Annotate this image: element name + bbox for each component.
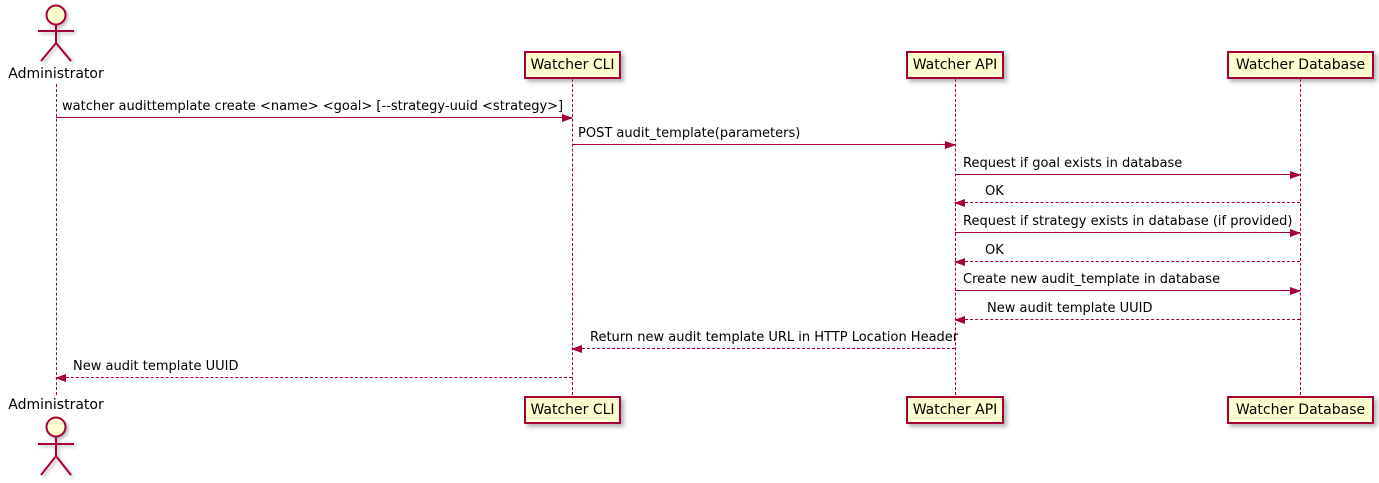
message-label: OK [985, 184, 1004, 199]
participant-watcher-api-top: Watcher API [906, 51, 1004, 79]
message-line [955, 290, 1300, 291]
message-new-audit-template-uuid-db: New audit template UUID [954, 300, 1300, 324]
lifeline-administrator [56, 84, 57, 395]
actor-label-bottom: Administrator [8, 397, 104, 413]
message-label: Return new audit template URL in HTTP Lo… [590, 330, 959, 345]
message-post-audit-template: POST audit_template(parameters) [572, 125, 956, 149]
actor-label-top: Administrator [8, 66, 104, 82]
message-label: Request if strategy exists in database (… [963, 214, 1293, 229]
message-label: Request if goal exists in database [963, 156, 1183, 171]
arrow-right-icon [1290, 287, 1301, 295]
lifeline-watcher-api [955, 79, 956, 395]
message-request-goal-exists: Request if goal exists in database [955, 155, 1301, 179]
message-request-strategy-exists: Request if strategy exists in database (… [955, 213, 1301, 237]
message-label: New audit template UUID [987, 301, 1153, 316]
lifeline-watcher-cli [572, 79, 573, 395]
lifeline-watcher-database [1300, 79, 1301, 395]
message-line [56, 377, 572, 378]
actor-administrator-icon [38, 4, 74, 62]
actor-administrator-icon [38, 416, 74, 476]
arrow-left-icon [55, 374, 66, 382]
arrow-left-icon [954, 258, 965, 266]
message-create-audit-template-db: Create new audit_template in database [955, 271, 1301, 295]
message-line [955, 261, 1300, 262]
participant-watcher-database-bottom: Watcher Database [1227, 396, 1374, 424]
message-label: POST audit_template(parameters) [578, 126, 801, 141]
message-new-audit-template-uuid-cli: New audit template UUID [55, 358, 572, 382]
message-line [572, 348, 955, 349]
arrow-left-icon [571, 345, 582, 353]
message-return-url-location-header: Return new audit template URL in HTTP Lo… [571, 329, 959, 353]
arrow-right-icon [945, 141, 956, 149]
message-label: New audit template UUID [73, 359, 239, 374]
message-line [955, 232, 1300, 233]
participant-watcher-cli-top: Watcher CLI [524, 51, 621, 79]
message-ok-goal: OK [954, 183, 1300, 207]
message-line [56, 117, 572, 118]
message-label: Create new audit_template in database [963, 272, 1221, 287]
message-ok-strategy: OK [954, 242, 1300, 266]
message-line [955, 202, 1300, 203]
message-line [955, 319, 1300, 320]
arrow-left-icon [954, 316, 965, 324]
message-create-audittemplate: watcher audittemplate create <name> <goa… [56, 98, 573, 122]
message-label: watcher audittemplate create <name> <goa… [62, 99, 564, 114]
participant-watcher-cli-bottom: Watcher CLI [524, 396, 621, 424]
arrow-right-icon [562, 114, 573, 122]
arrow-right-icon [1290, 171, 1301, 179]
participant-watcher-database-top: Watcher Database [1227, 51, 1374, 79]
participant-watcher-api-bottom: Watcher API [906, 396, 1004, 424]
arrow-left-icon [954, 199, 965, 207]
message-line [572, 144, 955, 145]
message-label: OK [985, 243, 1004, 258]
message-line [955, 174, 1300, 175]
arrow-right-icon [1290, 229, 1301, 237]
